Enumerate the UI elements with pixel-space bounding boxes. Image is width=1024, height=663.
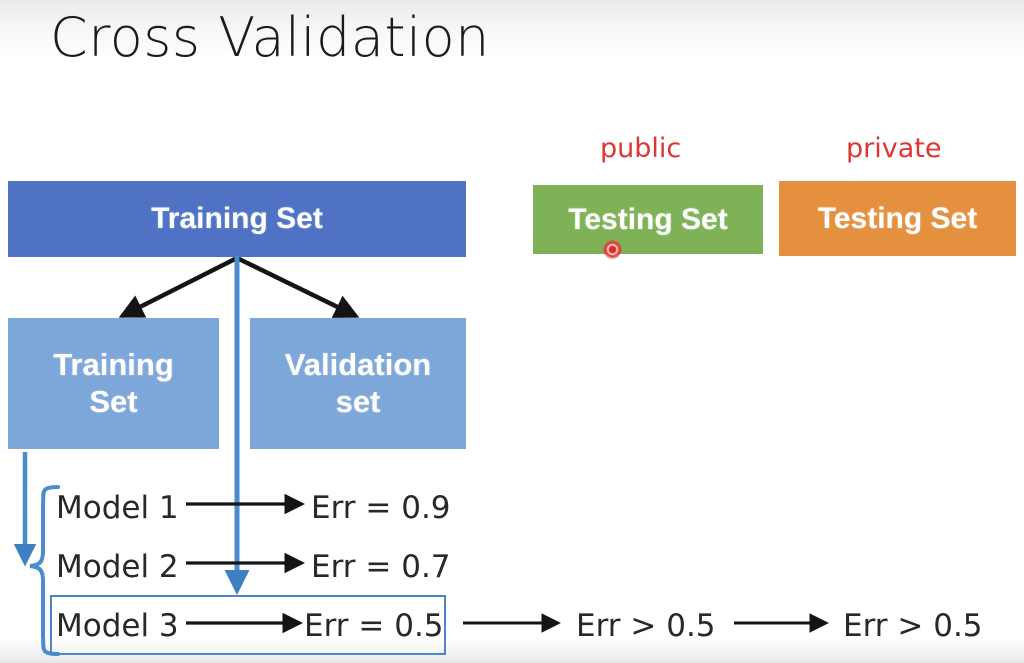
training-subset-line-2: Set (89, 383, 138, 419)
model-1-label: Model 1 (56, 490, 179, 526)
public-testing-set-box[interactable]: Testing Set (533, 185, 763, 254)
downstream-error-2-label: Err > 0.5 (843, 608, 983, 644)
model-3-highlight-box[interactable] (50, 595, 446, 655)
split-arrow-left (118, 255, 239, 319)
private-testing-set-box[interactable]: Testing Set (779, 181, 1016, 256)
validation-subset-line-2: set (335, 383, 381, 419)
model-3-label: Model 3 (56, 608, 179, 644)
model-2-error-label: Err = 0.7 (311, 549, 451, 585)
page-title: Cross Validation (50, 6, 490, 69)
private-tag-label: private (846, 133, 942, 164)
training-set-box[interactable]: Training Set (8, 181, 466, 257)
training-subset-box[interactable]: Training Set (8, 318, 219, 449)
cursor-dot-icon (603, 240, 622, 259)
downstream-error-1-label: Err > 0.5 (576, 608, 716, 644)
model-3-error-label: Err = 0.5 (304, 608, 444, 644)
split-arrow-right (236, 255, 360, 319)
model-2-label: Model 2 (56, 549, 179, 585)
validation-subset-line-1: Validation (284, 346, 432, 382)
validation-subset-box[interactable]: Validation set (250, 318, 466, 449)
model-1-error-label: Err = 0.9 (311, 490, 451, 526)
public-tag-label: public (600, 133, 682, 164)
training-subset-line-1: Training (53, 346, 174, 382)
